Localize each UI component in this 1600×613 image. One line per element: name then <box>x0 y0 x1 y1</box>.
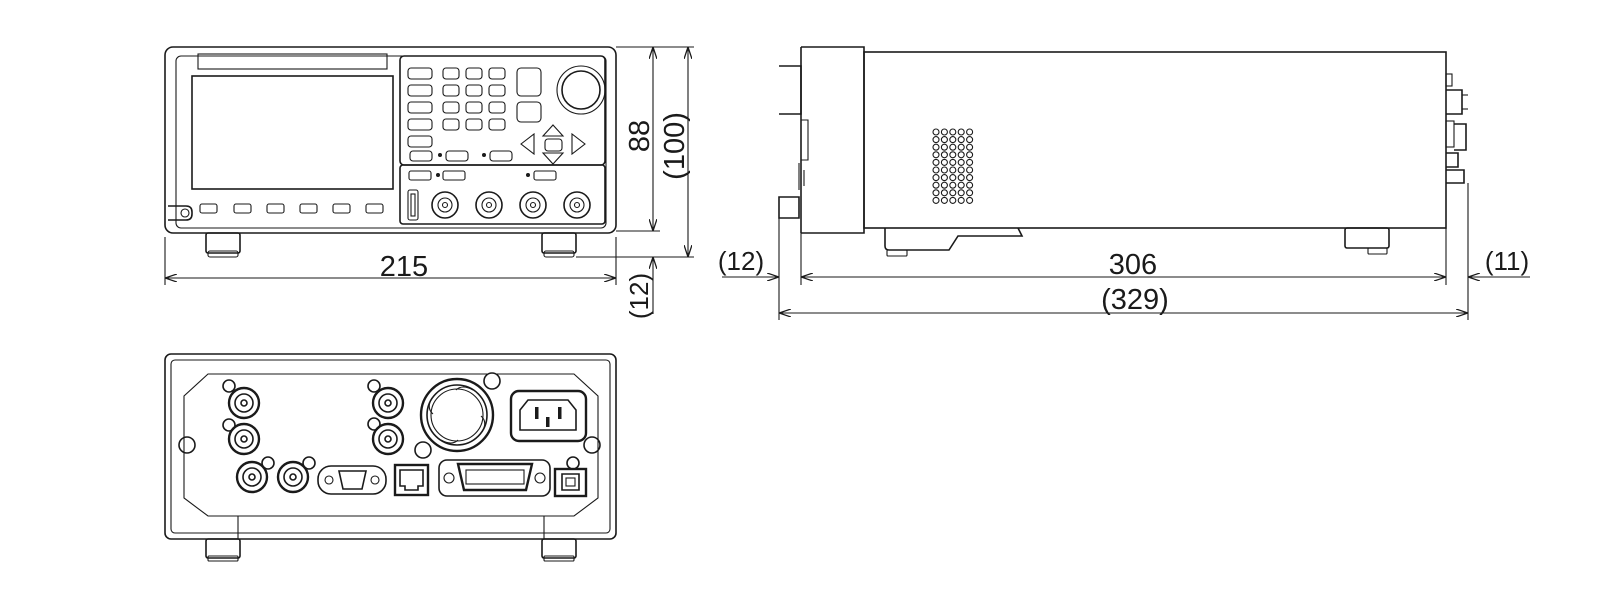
vent-hole <box>932 181 940 189</box>
vent-hole <box>966 158 974 166</box>
foot-right <box>541 232 577 254</box>
vent-hole <box>957 174 965 182</box>
usb-port <box>407 189 419 221</box>
vent-hole <box>966 174 974 182</box>
vent-hole <box>932 174 940 182</box>
vent-hole <box>966 143 974 151</box>
vent-hole <box>949 189 957 197</box>
vent-hole <box>940 196 948 204</box>
vent-hole <box>932 143 940 151</box>
vent-hole <box>940 136 948 144</box>
arrow-keys <box>520 124 586 165</box>
vent-hole <box>949 128 957 136</box>
front-view <box>164 46 617 258</box>
lan-port <box>393 463 430 497</box>
vent-hole <box>932 128 940 136</box>
cooling-fan <box>414 372 501 459</box>
vent-hole <box>957 136 965 144</box>
vent-hole <box>940 174 948 182</box>
side-foot-rear <box>1344 227 1390 249</box>
side-foot-front <box>884 227 1024 251</box>
front-dimensions: 215 88 (100) (12) <box>164 46 694 319</box>
vent-hole <box>966 136 974 144</box>
rear-foot-right <box>541 538 577 559</box>
ac-power-inlet <box>509 389 588 443</box>
vent-hole <box>966 128 974 136</box>
vent-hole <box>957 196 965 204</box>
rear-screw-left <box>178 436 196 454</box>
front-height-label: 88 <box>624 120 656 152</box>
vent-hole <box>957 181 965 189</box>
rotary-knob <box>556 65 606 115</box>
vent-hole <box>957 128 965 136</box>
keypad <box>407 67 542 162</box>
vent-hole <box>966 166 974 174</box>
front-bnc-connectors <box>431 191 591 219</box>
vent-hole <box>940 128 948 136</box>
vent-hole <box>966 189 974 197</box>
vent-hole <box>940 181 948 189</box>
vent-hole <box>949 174 957 182</box>
vent-hole <box>940 158 948 166</box>
rear-view <box>164 353 617 562</box>
softkey-row <box>199 203 384 214</box>
front-overall-height-label: (100) <box>659 112 691 180</box>
vent-grille <box>932 128 974 204</box>
vent-hole <box>957 158 965 166</box>
rear-bnc-connectors <box>222 379 405 494</box>
vent-hole <box>949 158 957 166</box>
vent-hole <box>932 136 940 144</box>
rear-foot-left <box>205 538 241 559</box>
rear-connectors-side <box>1445 73 1468 184</box>
vent-hole <box>949 181 957 189</box>
display-screen <box>191 75 394 190</box>
front-width-label: 215 <box>380 251 428 283</box>
vent-hole <box>957 151 965 159</box>
vent-hole <box>957 143 965 151</box>
side-view <box>778 46 1468 257</box>
vent-hole <box>940 189 948 197</box>
foot-left <box>205 232 241 254</box>
vent-hole <box>949 196 957 204</box>
side-body <box>863 51 1447 229</box>
vent-hole <box>932 196 940 204</box>
vent-hole <box>957 166 965 174</box>
side-depth-label: 306 <box>1109 249 1157 281</box>
vent-hole <box>932 158 940 166</box>
vent-hole <box>940 166 948 174</box>
side-overall-depth-label: (329) <box>1101 284 1169 316</box>
side-front-protrusion-label: (12) <box>718 246 764 276</box>
vent-hole <box>949 143 957 151</box>
vent-hole <box>966 196 974 204</box>
vent-hole <box>957 189 965 197</box>
front-foot-height-label: (12) <box>624 273 654 319</box>
vent-hole <box>932 166 940 174</box>
vent-hole <box>940 143 948 151</box>
vent-hole <box>949 166 957 174</box>
vent-hole <box>966 181 974 189</box>
usb-device-port <box>553 456 588 498</box>
vent-hole <box>932 151 940 159</box>
rear-screw-right <box>583 436 601 454</box>
vent-hole <box>932 189 940 197</box>
side-rear-protrusion-label: (11) <box>1485 246 1529 276</box>
side-dimensions: 306 (329) (12) (11) <box>718 183 1530 320</box>
vent-hole <box>966 151 974 159</box>
vent-hole <box>949 136 957 144</box>
vent-hole <box>940 151 948 159</box>
gpib-port <box>438 459 551 497</box>
serial-port <box>317 465 387 495</box>
vent-hole <box>949 151 957 159</box>
